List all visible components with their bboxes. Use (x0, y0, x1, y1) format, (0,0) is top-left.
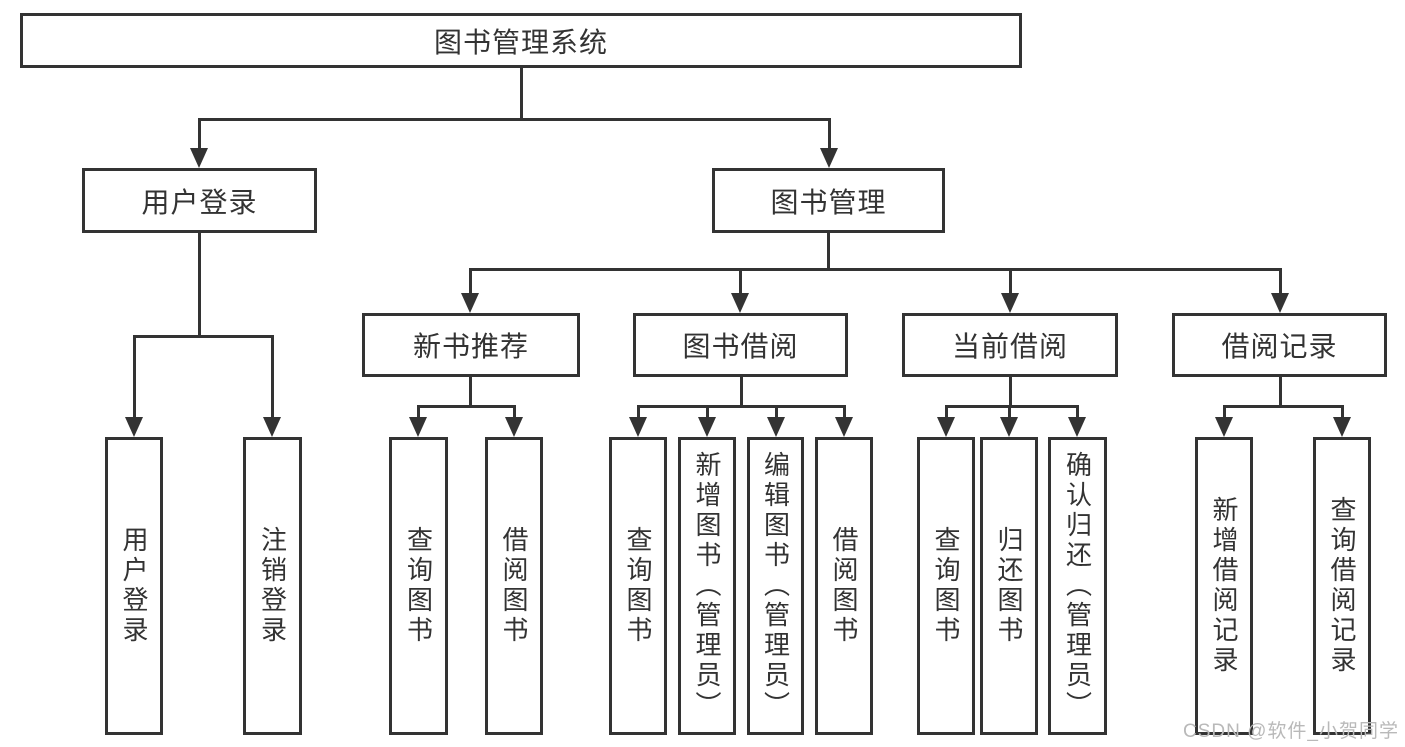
connector-hline (198, 118, 830, 121)
user-login-node: 用户登录 (82, 168, 317, 233)
connector-vline (198, 233, 201, 338)
arrowhead-icon (1000, 417, 1018, 437)
leaf-label: 查询图书 (623, 526, 653, 646)
connector-stem (843, 405, 846, 417)
arrowhead-icon (698, 417, 716, 437)
leaf-label: 用户登录 (119, 526, 149, 646)
connector-stem (1008, 405, 1011, 417)
arrowhead-icon (835, 417, 853, 437)
connector-stem (513, 405, 516, 417)
connector-stem (271, 335, 274, 417)
leaf-confirm-return-admin: 确认归还（管理员） (1048, 437, 1107, 735)
leaf-query-books-borrow: 查询图书 (609, 437, 667, 735)
arrowhead-icon (190, 148, 208, 168)
connector-stem (1223, 405, 1226, 417)
connector-stem (637, 405, 640, 417)
leaf-add-borrow-record: 新增借阅记录 (1195, 437, 1253, 735)
connector-hline (1223, 405, 1344, 408)
leaf-label: 新增图书（管理员） (692, 451, 722, 721)
book-management-node: 图书管理 (712, 168, 945, 233)
leaf-label: 借阅图书 (499, 526, 529, 646)
leaf-label: 确认归还（管理员） (1062, 451, 1093, 721)
connector-hline (637, 405, 846, 408)
arrowhead-icon (731, 293, 749, 313)
leaf-add-book-admin: 新增图书（管理员） (678, 437, 736, 735)
borrow-records-node: 借阅记录 (1172, 313, 1387, 377)
connector-stem (739, 268, 742, 293)
leaf-label: 查询图书 (931, 526, 961, 646)
leaf-label: 注销登录 (257, 526, 288, 646)
connector-stem (1341, 405, 1344, 417)
connector-vline (469, 377, 472, 408)
leaf-logout: 注销登录 (243, 437, 302, 735)
connector-hline (133, 335, 274, 338)
leaf-borrow-books-recommend: 借阅图书 (485, 437, 543, 735)
connector-stem (469, 268, 472, 293)
connector-stem (1076, 405, 1079, 417)
new-book-recommend-node: 新书推荐 (362, 313, 580, 377)
root-node: 图书管理系统 (20, 13, 1022, 68)
leaf-return-book: 归还图书 (980, 437, 1038, 735)
leaf-edit-book-admin: 编辑图书（管理员） (747, 437, 804, 735)
arrowhead-icon (1068, 417, 1086, 437)
connector-vline (520, 68, 523, 121)
leaf-label: 新增借阅记录 (1209, 496, 1239, 676)
connector-vline (740, 377, 743, 408)
connector-stem (1279, 268, 1282, 293)
arrowhead-icon (1333, 417, 1351, 437)
arrowhead-icon (1215, 417, 1233, 437)
connector-stem (775, 405, 778, 417)
arrowhead-icon (263, 417, 281, 437)
arrowhead-icon (629, 417, 647, 437)
leaf-borrow-books: 借阅图书 (815, 437, 873, 735)
connector-hline (945, 405, 1079, 408)
connector-stem (828, 118, 831, 148)
connector-stem (133, 335, 136, 417)
leaf-user-login: 用户登录 (105, 437, 163, 735)
leaf-query-books-recommend: 查询图书 (389, 437, 448, 735)
leaf-query-books-current: 查询图书 (917, 437, 975, 735)
leaf-label: 查询借阅记录 (1327, 496, 1357, 676)
connector-stem (198, 118, 201, 148)
arrowhead-icon (1271, 293, 1289, 313)
arrowhead-icon (1001, 293, 1019, 313)
leaf-label: 归还图书 (994, 526, 1024, 646)
connector-vline (827, 233, 830, 271)
arrowhead-icon (937, 417, 955, 437)
connector-stem (945, 405, 948, 417)
connector-stem (706, 405, 709, 417)
current-borrow-node: 当前借阅 (902, 313, 1118, 377)
book-borrow-node: 图书借阅 (633, 313, 848, 377)
arrowhead-icon (767, 417, 785, 437)
connector-hline (469, 268, 1281, 271)
arrowhead-icon (505, 417, 523, 437)
arrowhead-icon (409, 417, 427, 437)
connector-stem (417, 405, 420, 417)
connector-vline (1279, 377, 1282, 408)
arrowhead-icon (820, 148, 838, 168)
connector-hline (417, 405, 516, 408)
arrowhead-icon (461, 293, 479, 313)
leaf-label: 借阅图书 (829, 526, 859, 646)
arrowhead-icon (125, 417, 143, 437)
connector-vline (1009, 377, 1012, 408)
leaf-label: 编辑图书（管理员） (760, 451, 791, 721)
csdn-watermark: CSDN @软件_小贺同学 (1183, 721, 1399, 742)
connector-stem (1009, 268, 1012, 293)
leaf-query-borrow-record: 查询借阅记录 (1313, 437, 1371, 735)
leaf-label: 查询图书 (403, 526, 434, 646)
